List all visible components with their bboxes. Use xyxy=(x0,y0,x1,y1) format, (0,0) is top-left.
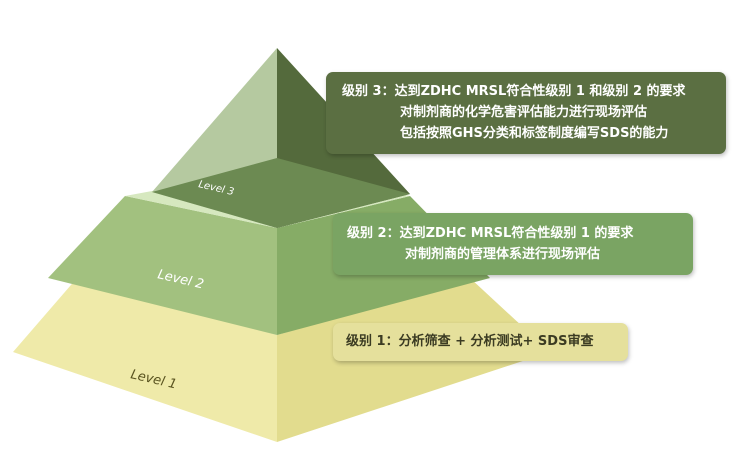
level-3-callout-line-1: 级别 3：达到ZDHC MRSL符合性级别 1 和级别 2 的要求 xyxy=(342,84,686,99)
level-3-band xyxy=(152,158,410,228)
level-1-callout-line-1: 级别 1：分析筛查 + 分析测试+ SDS审查 xyxy=(346,334,594,349)
level-2-callout-line-1: 级别 2：达到ZDHC MRSL符合性级别 1 的要求 xyxy=(347,226,634,241)
level-3-callout-line-3: 包括按照GHS分类和标签制度编写SDS的能力 xyxy=(400,126,669,141)
level-1-callout: 级别 1：分析筛查 + 分析测试+ SDS审查 xyxy=(333,323,628,361)
level-2-left-face xyxy=(48,196,277,335)
level-2-callout-line-2: 对制剂商的管理体系进行现场评估 xyxy=(405,247,601,262)
level-3-callout-line-2: 对制剂商的化学危害评估能力进行现场评估 xyxy=(400,105,648,120)
level-1-left-face xyxy=(13,278,277,442)
level-3-callout: 级别 3：达到ZDHC MRSL符合性级别 1 和级别 2 的要求 对制剂商的化… xyxy=(326,72,726,154)
level-2-callout: 级别 2：达到ZDHC MRSL符合性级别 1 的要求 对制剂商的管理体系进行现… xyxy=(333,213,693,275)
